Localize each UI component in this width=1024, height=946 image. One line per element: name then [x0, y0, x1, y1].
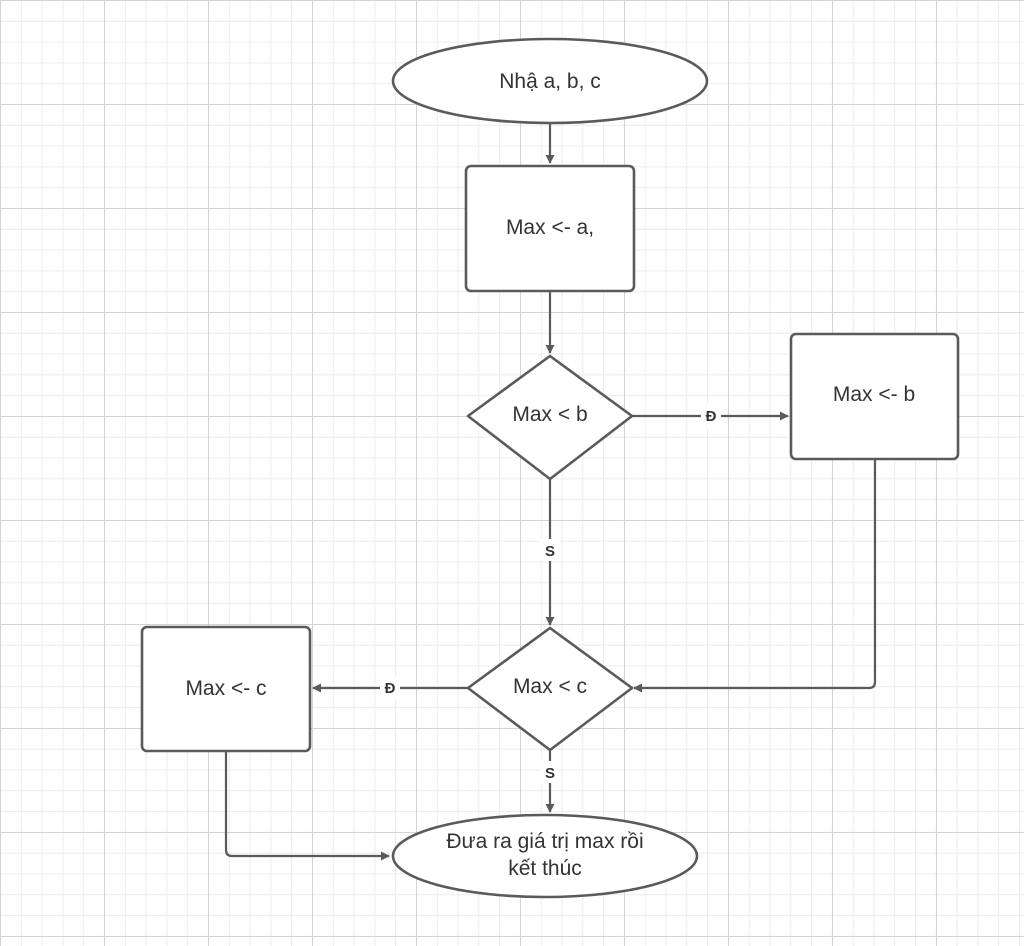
svg-text:Đ: Đ: [385, 680, 396, 697]
end-node-label-line1: Đưa ra giá trị max rồi: [446, 830, 643, 853]
svg-text:S: S: [545, 765, 555, 782]
edge-assign-c-to-end: [224, 752, 390, 861]
edge-assign-b-to-cond-c: [633, 460, 877, 693]
process-node-assign-a[interactable]: Max <- a,: [464, 164, 636, 293]
process-node-assign-b-label: Max <- b: [833, 383, 915, 406]
process-node-assign-a-label: Max <- a,: [506, 216, 594, 239]
decision-node-max-less-c-label: Max < c: [513, 675, 587, 698]
svg-text:Đ: Đ: [706, 408, 717, 425]
decision-node-max-less-c[interactable]: Max < c: [466, 626, 634, 752]
start-node-label: Nhậ a, b, c: [499, 70, 601, 93]
edge-label-cond-b-false: S: [540, 539, 560, 561]
decision-node-max-less-b-label: Max < b: [512, 403, 587, 426]
edge-label-cond-c-true: Đ: [380, 677, 400, 699]
process-node-assign-b[interactable]: Max <- b: [789, 332, 960, 461]
decision-node-max-less-b[interactable]: Max < b: [466, 354, 634, 481]
edge-label-cond-b-true: Đ: [701, 405, 721, 427]
end-node-label-line2: kết thúc: [508, 857, 582, 880]
svg-text:S: S: [545, 543, 555, 560]
edge-label-cond-c-false: S: [540, 761, 560, 783]
process-node-assign-c-label: Max <- c: [185, 677, 266, 700]
end-node[interactable]: Đưa ra giá trị max rồi kết thúc: [391, 813, 699, 899]
process-node-assign-c[interactable]: Max <- c: [140, 625, 312, 753]
start-node[interactable]: Nhậ a, b, c: [391, 37, 709, 125]
